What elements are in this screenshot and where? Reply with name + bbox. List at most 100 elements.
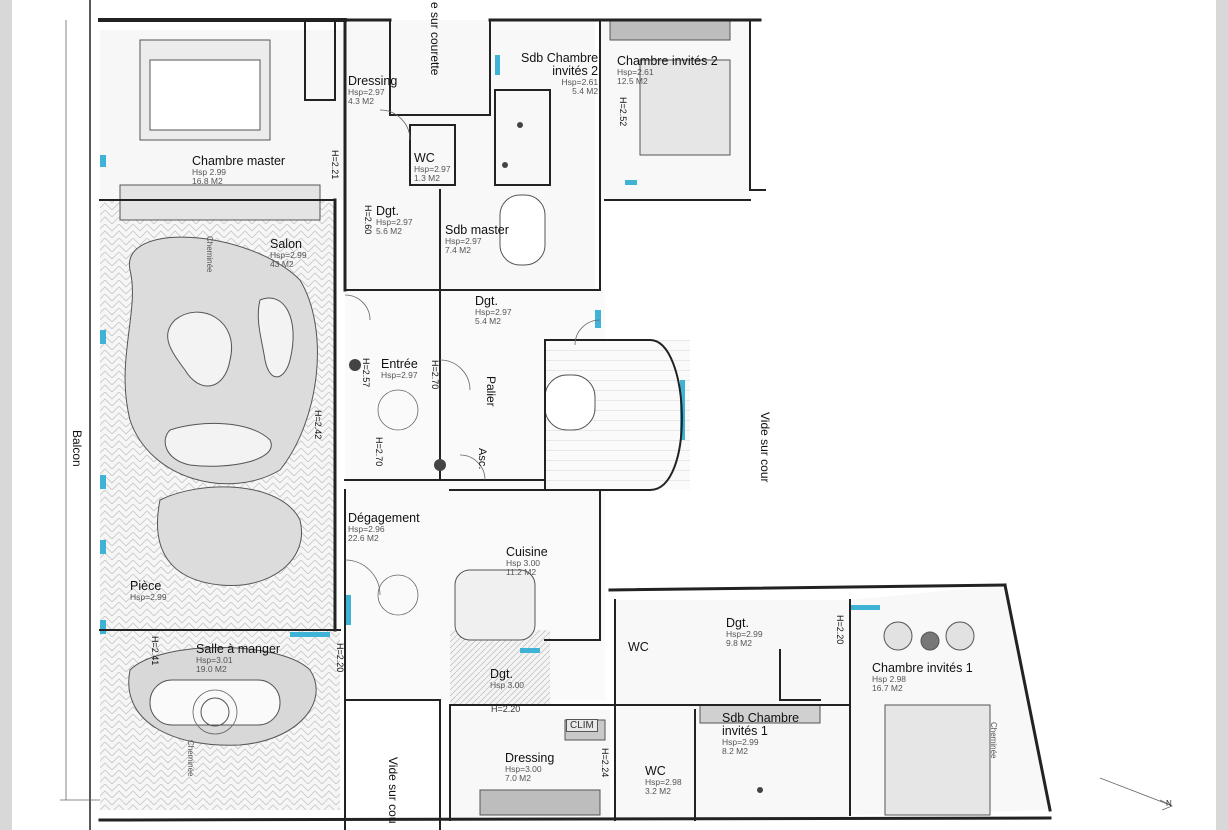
room-name: Sdb Chambre (521, 51, 599, 65)
room-area: 16.8 M2 (192, 176, 223, 187)
room-area: 1.3 M2 (414, 173, 440, 184)
room-area: 5.4 M2 (572, 86, 599, 97)
room-name: Salle à manger (196, 642, 281, 656)
room-area: 22.6 M2 (348, 533, 379, 544)
room-area: 16.7 M2 (872, 683, 903, 694)
room-label-dgt-3: Dgt. Hsp=2.99 9.8 M2 (726, 616, 763, 649)
room-label-piece: Pièce Hsp=2.99 (130, 579, 167, 603)
room-name: Dgt. (376, 204, 399, 218)
label-cheminee-salon: Cheminée (205, 236, 214, 273)
room-name-line2: invités 2 (552, 64, 599, 79)
room-name: Cuisine (506, 545, 548, 559)
room-area: 7.0 M2 (505, 773, 531, 784)
height-marker: H=2.41 (150, 636, 160, 666)
room-label-salle-a-manger: Salle à manger Hsp=3.01 19.0 M2 (196, 642, 281, 675)
room-height: Hsp=2.99 (130, 592, 167, 603)
room-height: Hsp 3.00 (490, 680, 525, 691)
label-vide-sur-cour-bottom: Vide sur cou (386, 757, 400, 824)
label-vide-sur-courette: e sur courette (428, 2, 442, 76)
room-height: Hsp=3.01 (196, 655, 233, 666)
room-height: Hsp=2.97 (381, 370, 418, 381)
furniture (119, 19, 991, 816)
room-name: Dgt. (726, 616, 749, 630)
room-height: Hsp 2.99 (192, 167, 227, 178)
room-name: WC (645, 764, 666, 778)
height-marker: H=2.24 (600, 748, 610, 778)
room-label-wc-1: WC Hsp=2.97 1.3 M2 (414, 151, 451, 184)
room-name: Entrée (381, 357, 418, 371)
room-label-wc-2: WC (628, 640, 649, 654)
room-label-chambre-invites-2: Chambre invités 2 Hsp=2.61 12.5 M2 (617, 54, 718, 87)
height-marker: H=2.20 (335, 643, 345, 673)
room-label-sdb-master: Sdb master Hsp=2.97 7.4 M2 (445, 223, 509, 255)
room-height: Hsp=2.99 (726, 629, 763, 640)
room-label-wc-3: WC Hsp=2.98 3.2 M2 (645, 764, 682, 797)
room-name: Salon (270, 237, 302, 251)
room-label-degagement: Dégagement Hsp=2.96 22.6 M2 (348, 511, 420, 544)
room-label-palier: Palier (484, 376, 498, 407)
room-label-asc: Asc. (476, 448, 488, 470)
height-marker: H=2.70 (374, 437, 384, 467)
room-label-dressing-2: Dressing Hsp=3.00 7.0 M2 (505, 751, 555, 784)
room-area: 5.6 M2 (376, 226, 402, 237)
room-height: Hsp=2.97 (376, 217, 413, 228)
room-name: Chambre invités 1 (872, 661, 973, 675)
north-arrow-icon: N (1166, 799, 1172, 808)
height-marker: H=2.60 (363, 205, 373, 235)
walls (89, 0, 1052, 830)
room-label-salon: Salon Hsp=2.99 43 M2 (270, 237, 307, 269)
room-name: Pièce (130, 579, 162, 593)
room-area: 5.4 M2 (475, 316, 501, 327)
room-label-dgt-2: Dgt. Hsp=2.97 5.4 M2 (475, 294, 512, 327)
room-name: Dgt. (490, 667, 513, 681)
room-label-dressing-1: Dressing Hsp=2.97 4.3 M2 (348, 74, 398, 106)
room-label-dgt-1: Dgt. Hsp=2.97 5.6 M2 (376, 204, 413, 237)
fixture-dots (349, 122, 763, 793)
label-cheminee-chambre-invites-1: Cheminée (989, 722, 998, 759)
room-area: 9.8 M2 (726, 638, 752, 649)
room-label-cuisine: Cuisine Hsp 3.00 11.2 M2 (506, 545, 548, 578)
height-marker: H=2.20 (491, 704, 521, 714)
height-marker: H=2.52 (618, 97, 628, 127)
label-cheminee-salle-a-manger: Cheminée (186, 740, 195, 777)
room-height: Hsp 3.00 (506, 558, 541, 569)
room-name: Dressing (348, 74, 398, 88)
room-height: Hsp=2.97 (414, 164, 451, 175)
room-height: Hsp=2.61 (561, 77, 599, 88)
height-marker: H=2.42 (313, 410, 323, 440)
label-clim: CLIM (566, 719, 598, 732)
room-name: Sdb master (445, 223, 509, 237)
room-name: Sdb Chambre (722, 711, 800, 725)
room-height: Hsp=2.99 (722, 737, 759, 748)
room-name: WC (628, 640, 649, 654)
room-area: 11.2 M2 (506, 567, 537, 578)
room-area: 12.5 M2 (617, 76, 648, 87)
outer-frame (60, 20, 1173, 811)
room-height: Hsp=3.00 (505, 764, 542, 775)
accent-fixtures (100, 55, 880, 653)
room-name: Chambre master (192, 154, 286, 168)
room-name: WC (414, 151, 435, 165)
height-marker: H=2.70 (430, 360, 440, 390)
room-height: Hsp=2.99 (270, 250, 307, 261)
room-height: Hsp=2.61 (617, 67, 654, 78)
room-height: Hsp=2.98 (645, 777, 682, 788)
room-label-entree: Entrée Hsp=2.97 (381, 357, 418, 381)
room-label-sdb-chambre-invites-1: Sdb Chambre invités 1 Hsp=2.99 8.2 M2 (722, 711, 800, 757)
room-height: Hsp 2.98 (872, 674, 907, 685)
room-label-chambre-master: Chambre master Hsp 2.99 16.8 M2 (192, 154, 286, 187)
room-height: Hsp=2.97 (445, 236, 482, 247)
height-marker: H=2.57 (361, 358, 371, 388)
room-area: 3.2 M2 (645, 786, 671, 797)
room-name: Dégagement (348, 511, 420, 525)
room-label-dgt-4: Dgt. Hsp 3.00 (490, 667, 525, 691)
room-area: 19.0 M2 (196, 664, 227, 675)
room-name-line2: invités 1 (722, 724, 768, 739)
label-balcon: Balcon (70, 430, 84, 467)
room-height: Hsp=2.96 (348, 524, 385, 535)
room-name: Dressing (505, 751, 555, 765)
height-marker: H=2.21 (330, 150, 340, 180)
room-height: Hsp=2.97 (348, 87, 385, 98)
room-area: 8.2 M2 (722, 746, 748, 757)
